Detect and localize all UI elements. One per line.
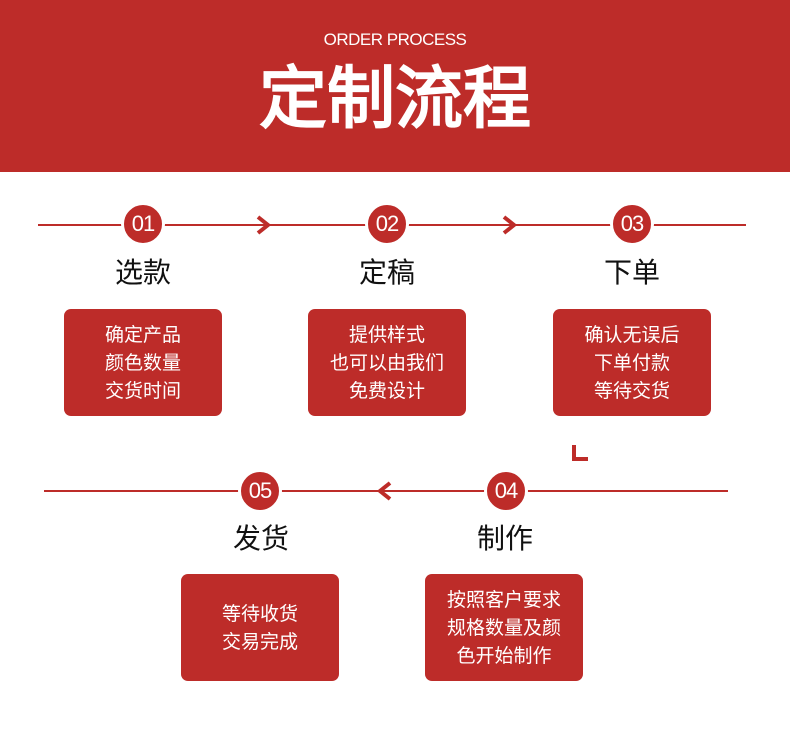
step-2-description: 提供样式 也可以由我们 免费设计 bbox=[308, 309, 466, 416]
chevron-right-icon bbox=[256, 215, 272, 235]
step-1-title: 选款 bbox=[114, 256, 171, 289]
step-3-number: 03 bbox=[610, 202, 654, 246]
step-1-description: 确定产品 颜色数量 交货时间 bbox=[64, 309, 222, 416]
chevron-left-icon bbox=[376, 481, 392, 501]
timeline-row-2 bbox=[44, 490, 728, 492]
step-4-description: 按照客户要求 规格数量及颜 色开始制作 bbox=[425, 574, 583, 681]
header-banner: ORDER PROCESS 定制流程 bbox=[0, 0, 790, 172]
step-5-number: 05 bbox=[238, 469, 282, 513]
step-4-title: 制作 bbox=[476, 522, 533, 555]
chevron-right-icon bbox=[502, 215, 518, 235]
step-4-number: 04 bbox=[484, 469, 528, 513]
step-3-title: 下单 bbox=[603, 256, 660, 289]
page-title: 定制流程 bbox=[258, 60, 531, 139]
step-3-description: 确认无误后 下单付款 等待交货 bbox=[553, 309, 711, 416]
step-5-title: 发货 bbox=[232, 522, 289, 555]
step-5-description: 等待收货 交易完成 bbox=[181, 574, 339, 681]
step-1-number: 01 bbox=[121, 202, 165, 246]
corner-down-left-icon bbox=[572, 445, 588, 461]
step-2-number: 02 bbox=[365, 202, 409, 246]
header-subtitle: ORDER PROCESS bbox=[323, 30, 467, 49]
step-2-title: 定稿 bbox=[358, 256, 415, 289]
